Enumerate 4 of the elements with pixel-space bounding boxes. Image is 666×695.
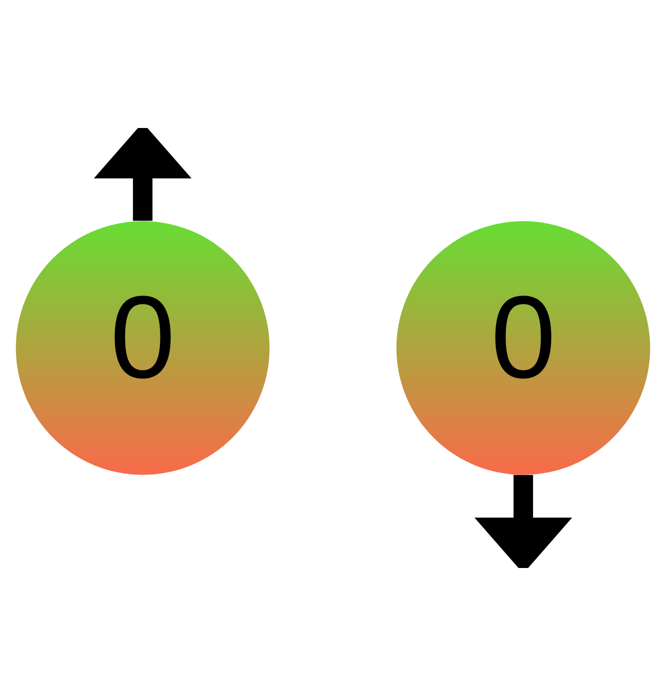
arrow: [94, 128, 192, 220]
node-circle: 0: [396, 220, 650, 474]
arrow: [474, 474, 572, 568]
node-circle: 0: [16, 220, 270, 474]
